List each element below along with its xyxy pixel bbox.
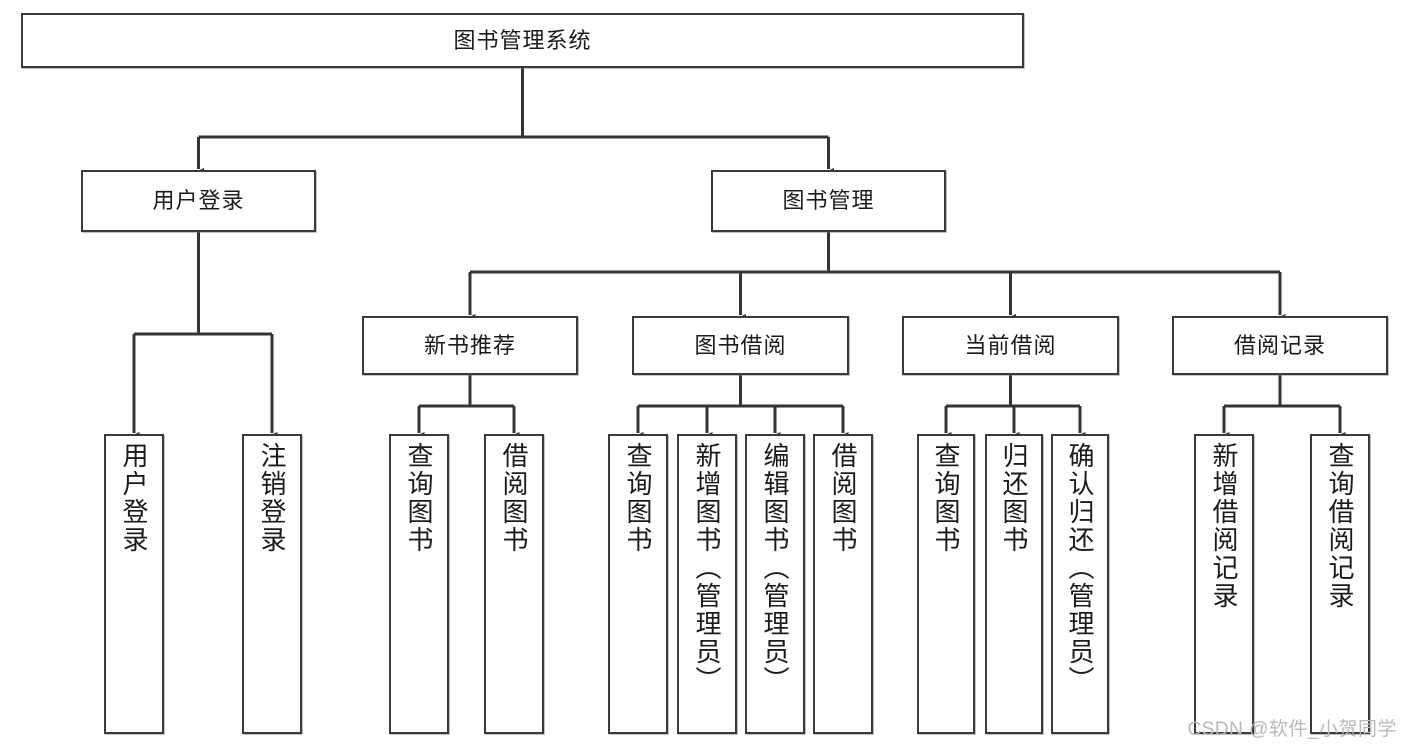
node-n6[interactable]: 借阅记录 — [1172, 316, 1388, 375]
node-label: 图书管理系统 — [453, 27, 592, 53]
node-label: 查询借阅记录 — [1325, 442, 1355, 610]
node-n4[interactable]: 图书借阅 — [632, 316, 849, 375]
node-n18[interactable]: 新增借阅记录 — [1194, 434, 1254, 734]
node-n7[interactable]: 用户登录 — [104, 434, 164, 734]
node-label: 查询图书 — [623, 442, 653, 554]
node-n5[interactable]: 当前借阅 — [902, 316, 1119, 375]
node-label: 借阅图书 — [499, 442, 529, 554]
node-label: 查询图书 — [931, 442, 961, 554]
node-label: 新增借阅记录 — [1209, 442, 1239, 610]
node-label: 借阅图书 — [828, 442, 858, 554]
node-n9[interactable]: 查询图书 — [389, 434, 449, 734]
node-n10[interactable]: 借阅图书 — [484, 434, 544, 734]
node-label: 当前借阅 — [964, 332, 1057, 358]
node-n16[interactable]: 归还图书 — [985, 434, 1043, 734]
node-label: 图书借阅 — [694, 332, 787, 358]
node-n19[interactable]: 查询借阅记录 — [1310, 434, 1370, 734]
node-label: 查询图书 — [404, 442, 434, 554]
node-n13[interactable]: 编辑图书（管理员） — [745, 434, 805, 734]
node-n0[interactable]: 图书管理系统 — [21, 13, 1024, 68]
node-label: 用户登录 — [152, 188, 245, 214]
edge-group — [128, 68, 1346, 442]
node-label: 编辑图书（管理员） — [760, 442, 790, 694]
node-label: 注销登录 — [257, 442, 287, 554]
node-label: 新书推荐 — [423, 332, 516, 358]
node-label: 图书管理 — [782, 188, 875, 214]
node-n17[interactable]: 确认归还（管理员） — [1051, 434, 1109, 734]
node-n3[interactable]: 新书推荐 — [362, 316, 578, 375]
node-label: 确认归还（管理员） — [1065, 442, 1095, 694]
node-n12[interactable]: 新增图书（管理员） — [677, 434, 737, 734]
node-n15[interactable]: 查询图书 — [917, 434, 975, 734]
node-label: 用户登录 — [119, 442, 149, 554]
node-n8[interactable]: 注销登录 — [242, 434, 302, 734]
node-label: 新增图书（管理员） — [692, 442, 722, 694]
node-label: 归还图书 — [999, 442, 1029, 554]
csdn-watermark: CSDN @软件_小贺同学 — [1187, 719, 1397, 740]
node-n11[interactable]: 查询图书 — [608, 434, 668, 734]
node-n1[interactable]: 用户登录 — [81, 170, 316, 232]
node-n2[interactable]: 图书管理 — [711, 170, 946, 232]
node-label: 借阅记录 — [1233, 332, 1326, 358]
node-n14[interactable]: 借阅图书 — [813, 434, 873, 734]
